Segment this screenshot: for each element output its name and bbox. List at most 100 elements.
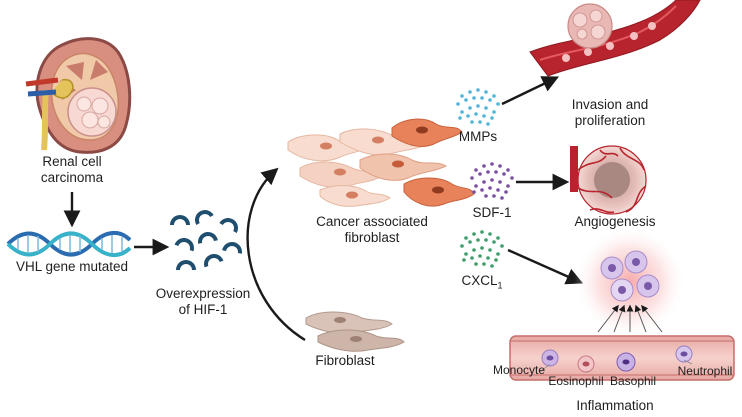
cxcl1-dot	[496, 236, 500, 240]
mmps-dot	[468, 106, 472, 110]
invasion-proliferation-label: Invasion and proliferation	[550, 97, 670, 129]
sdf1-dot	[494, 170, 498, 174]
cancer-associated-fibroblast-label: Cancer associated fibroblast	[302, 214, 442, 246]
dna-helix-illustration	[6, 231, 132, 257]
cxcl1-dot	[488, 248, 492, 252]
blood-vessel-invasion-illustration	[529, 0, 701, 77]
kidney-illustration	[25, 37, 132, 154]
sdf1-dot	[474, 184, 478, 188]
cxcl1-dot	[460, 244, 464, 248]
fibroblast-label: Fibroblast	[315, 353, 375, 368]
inflammation-label: Inflammation	[576, 398, 654, 413]
arrow-cxcl1-to-inflammation	[507, 248, 584, 285]
cxcl1-dot	[464, 236, 468, 240]
cxcl1-subscript: 1	[497, 280, 503, 291]
mmps-dot	[496, 102, 500, 106]
eosinophil-label: Eosinophil	[548, 374, 604, 388]
cxcl1-dot	[474, 262, 478, 266]
cxcl1-dot	[496, 252, 500, 256]
cancer-associated-fibroblast-illustration	[287, 118, 475, 207]
sdf1-dot	[498, 164, 502, 168]
mmps-dot	[478, 120, 482, 124]
mmps-dot	[484, 90, 488, 94]
cxcl1-dot	[476, 238, 480, 242]
mmps-dot	[474, 112, 478, 116]
sdf1-dot	[482, 164, 486, 168]
sdf1-dot	[472, 190, 476, 194]
invasion-line-2: proliferation	[574, 113, 646, 128]
rcc-line-2: carcinoma	[40, 170, 104, 185]
mmps-dot	[458, 116, 462, 120]
cxcl1-dot	[462, 258, 466, 262]
cxcl1-dot	[490, 264, 494, 268]
mmps-dot	[464, 98, 468, 102]
hif1-overexpression-label: Overexpression of HIF-1	[148, 286, 258, 318]
cxcl1-dot	[480, 246, 484, 250]
arrow-hif-to-caf	[246, 167, 306, 342]
sdf1-dot	[510, 176, 514, 180]
basophil-label: Basophil	[609, 374, 657, 388]
sdf1-dot	[482, 180, 486, 184]
mmps-label: MMPs	[458, 129, 498, 144]
sdf1-label: SDF-1	[472, 205, 512, 220]
mmps-dot	[492, 110, 496, 114]
sdf1-dot	[490, 178, 494, 182]
cxcl1-label: CXCL1	[452, 273, 512, 294]
mmps-dot	[476, 104, 480, 108]
fibroblast-illustration	[305, 311, 405, 352]
cxcl1-dot	[500, 244, 504, 248]
cxcl1-dot	[470, 256, 474, 260]
renal-cell-carcinoma-label: Renal cell carcinoma	[22, 154, 122, 186]
inflammation-illustration	[509, 226, 735, 381]
sdf1-dot	[496, 188, 500, 192]
sdf1-dot	[488, 186, 492, 190]
angiogenesis-illustration	[570, 145, 647, 215]
hif1-protein-illustration	[170, 210, 242, 270]
cxcl1-dot	[472, 248, 476, 252]
sdf1-dot	[502, 172, 506, 176]
angiogenesis-label: Angiogenesis	[574, 214, 656, 229]
mmps-dot	[460, 94, 464, 98]
mmps-dot	[480, 96, 484, 100]
mmps-dot	[488, 98, 492, 102]
hif-line-2: of HIF-1	[178, 302, 228, 317]
mmps-dot	[492, 94, 496, 98]
cxcl1-dot	[494, 258, 498, 262]
cxcl1-dot	[486, 256, 490, 260]
mmps-dot	[468, 90, 472, 94]
mmps-dot	[482, 114, 486, 118]
sdf1-dot	[506, 184, 510, 188]
sdf1-dot	[486, 170, 490, 174]
mmps-dot	[490, 116, 494, 120]
caf-line-1: Cancer associated	[316, 214, 428, 229]
cxcl1-main: CXCL	[461, 273, 498, 288]
vhl-gene-label: VHL gene mutated	[15, 259, 129, 274]
cxcl1-dot	[468, 240, 472, 244]
rcc-line-1: Renal cell	[42, 154, 102, 169]
mmps-dot	[486, 122, 490, 126]
cxcl1-dot-cluster	[460, 230, 504, 268]
invasion-line-1: Invasion and	[571, 97, 649, 112]
cxcl1-dot	[492, 240, 496, 244]
sdf1-dot	[498, 180, 502, 184]
sdf1-dot	[506, 168, 510, 172]
sdf1-dot	[478, 172, 482, 176]
mmps-dot	[460, 110, 464, 114]
leukocyte-cluster	[600, 250, 660, 302]
mmps-dot	[466, 114, 470, 118]
monocyte-label: Monocyte	[492, 363, 546, 377]
caf-line-2: fibroblast	[344, 230, 400, 245]
cxcl1-dot	[480, 230, 484, 234]
cxcl1-dot	[478, 254, 482, 258]
cxcl1-dot	[484, 238, 488, 242]
sdf1-dot	[480, 188, 484, 192]
mmps-dot	[484, 106, 488, 110]
sdf1-dot	[484, 194, 488, 198]
neutrophil-label: Neutrophil	[677, 364, 733, 378]
pathway-arrows	[63, 76, 584, 342]
sdf1-dot	[492, 194, 496, 198]
sdf1-dot	[470, 176, 474, 180]
arrow-mmps-to-invasion	[501, 76, 560, 106]
sdf1-dot	[474, 168, 478, 172]
